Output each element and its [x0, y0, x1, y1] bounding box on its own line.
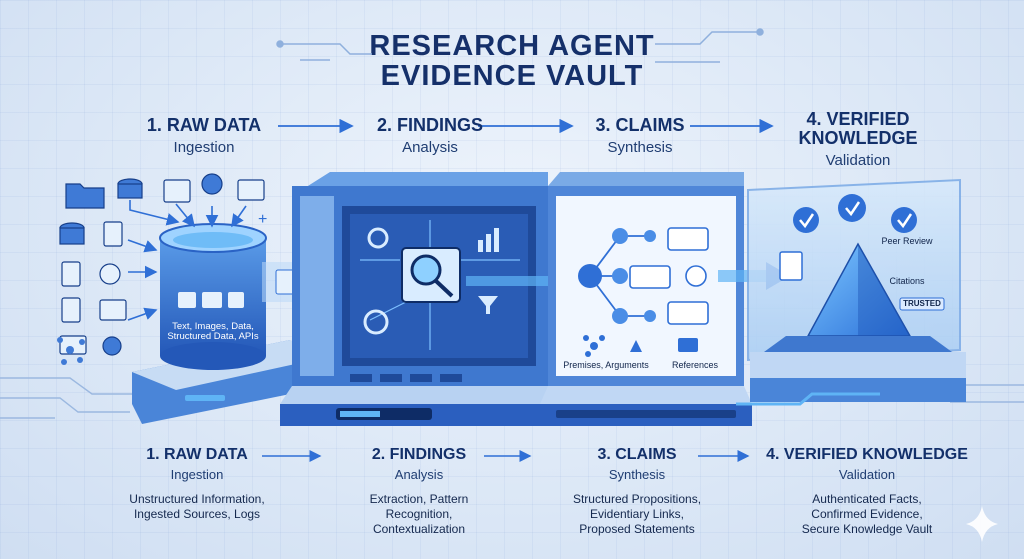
- badge-icon-2: [838, 194, 866, 222]
- badge-icon-3: [891, 207, 917, 233]
- claims-machine: [540, 172, 752, 426]
- claims-footer-left: Premises, Arguments: [556, 360, 656, 370]
- gear-icon: [202, 174, 222, 194]
- magnifier-icon: [412, 256, 440, 284]
- bottom-stage-desc: Unstructured Information, Ingested Sourc…: [92, 492, 302, 522]
- badge-icon-1: [793, 207, 819, 233]
- bottom-stage-sub: Validation: [752, 467, 982, 482]
- vault: [736, 180, 966, 404]
- bottom-stage-heading: 2. FINDINGS: [314, 446, 524, 464]
- top-stage-findings: 2. FINDINGS Analysis: [330, 116, 530, 156]
- bottom-stage-heading: 4. VERIFIED KNOWLEDGE: [752, 446, 982, 464]
- top-stage-heading: 3. CLAIMS: [540, 116, 740, 135]
- circuit-decoration: [277, 29, 763, 62]
- top-stage-sub: Ingestion: [104, 139, 304, 156]
- top-stage-sub: Synthesis: [540, 139, 740, 156]
- top-stage-heading: 2. FINDINGS: [330, 116, 530, 135]
- link-chain-icon: [686, 266, 706, 286]
- bottom-stage-findings: 2. FINDINGS Analysis Extraction, Pattern…: [314, 446, 524, 537]
- code-file-icon: [164, 180, 190, 202]
- trusted-badge: TRUSTED: [900, 299, 944, 308]
- folder-icon: [66, 184, 104, 208]
- table-doc-icon: [62, 298, 80, 322]
- bottom-stage-sub: Synthesis: [532, 467, 742, 482]
- bottom-stage-heading: 1. RAW DATA: [92, 446, 302, 464]
- citations-label: Citations: [872, 276, 942, 286]
- chat-icon-1: [668, 228, 708, 250]
- bottom-stage-desc: Extraction, Pattern Recognition, Context…: [314, 492, 524, 537]
- top-stage-verified-knowledge: 4. VERIFIED KNOWLEDGE Validation: [758, 110, 958, 169]
- image-icon: [238, 180, 264, 200]
- bottom-stage-heading: 3. CLAIMS: [532, 446, 742, 464]
- text-doc-icon: [62, 262, 80, 286]
- link-icon: [100, 264, 120, 284]
- chat-icon-2: [630, 266, 670, 288]
- top-stage-sub: Analysis: [330, 139, 530, 156]
- data-cylinder: [160, 224, 266, 370]
- chat-icon-3: [668, 302, 708, 324]
- bottom-stage-desc: Authenticated Facts, Confirmed Evidence,…: [752, 492, 982, 537]
- settings-icon: [103, 337, 121, 355]
- bottom-stage-raw-data: 1. RAW DATA Ingestion Unstructured Infor…: [92, 446, 302, 522]
- findings-machine: [280, 172, 560, 426]
- bottom-stage-verified-knowledge: 4. VERIFIED KNOWLEDGE Validation Authent…: [752, 446, 982, 537]
- cylinder-label: Text, Images, Data, Structured Data, API…: [160, 322, 266, 342]
- checklist-icon: [780, 252, 802, 280]
- top-stage-sub: Validation: [758, 152, 958, 169]
- top-stage-heading: 4. VERIFIED KNOWLEDGE: [758, 110, 958, 148]
- bottom-stage-claims: 3. CLAIMS Synthesis Structured Propositi…: [532, 446, 742, 537]
- top-stage-heading: 1. RAW DATA: [104, 116, 304, 135]
- peer-review-label: Peer Review: [872, 236, 942, 246]
- doc-icon: [104, 222, 122, 246]
- plus-icon: +: [258, 211, 267, 228]
- claims-footer-right: References: [660, 360, 730, 370]
- bottom-stage-desc: Structured Propositions, Evidentiary Lin…: [532, 492, 742, 537]
- top-stage-claims: 3. CLAIMS Synthesis: [540, 116, 740, 156]
- top-stage-raw-data: 1. RAW DATA Ingestion: [104, 116, 304, 156]
- bottom-stage-sub: Ingestion: [92, 467, 302, 482]
- bottom-stage-sub: Analysis: [314, 467, 524, 482]
- picture-icon: [100, 300, 126, 320]
